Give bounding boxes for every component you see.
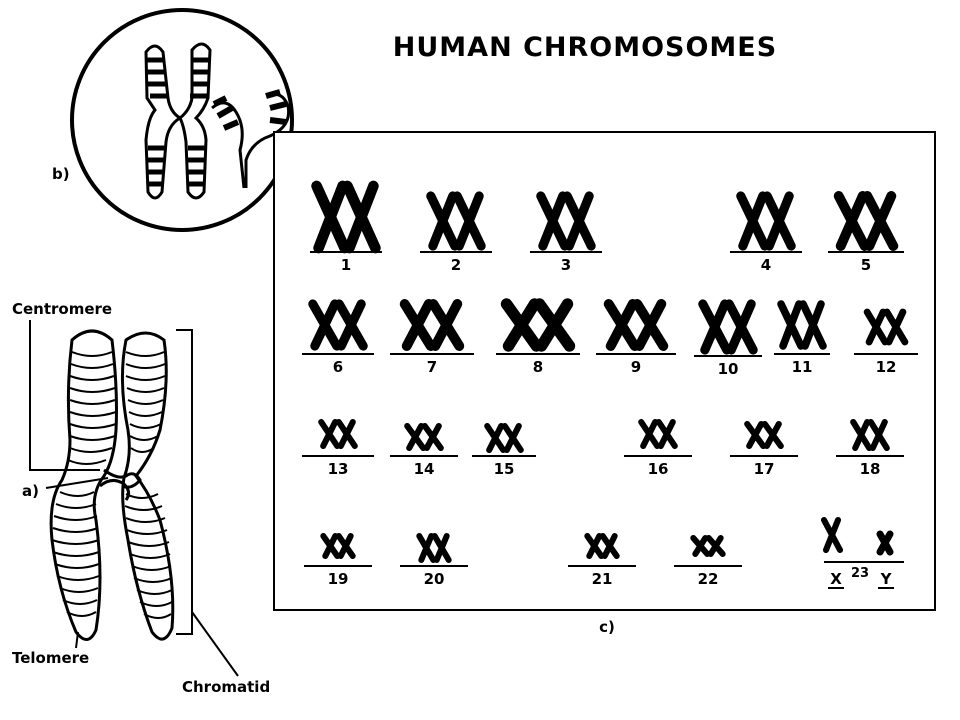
chromosome-pair-sex: X 23 Y xyxy=(820,516,904,589)
label-telomere: Telomere xyxy=(12,649,89,667)
chromosome-pair-5: 5 xyxy=(828,191,904,274)
chromosome-pair-14: 14 xyxy=(390,422,458,478)
chromosome-pair-22: 22 xyxy=(674,535,742,588)
karyotype-frame xyxy=(273,131,936,611)
pair-number: 12 xyxy=(876,358,897,376)
label-part-b: b) xyxy=(52,165,70,183)
chromosome-pair-6: 6 xyxy=(302,299,374,376)
telomere-leader xyxy=(75,631,79,649)
chromosome-pair-20: 20 xyxy=(400,533,468,588)
pair-number: 22 xyxy=(698,570,719,588)
pair-number: 5 xyxy=(861,256,871,274)
label-part-a: a) xyxy=(22,482,39,500)
sex-y-label: Y xyxy=(880,570,893,588)
label-part-c: c) xyxy=(599,618,615,636)
pair-number: 9 xyxy=(631,358,641,376)
chromatid-leader xyxy=(191,611,239,677)
chromosome-pair-9: 9 xyxy=(596,299,676,376)
pair-number: 8 xyxy=(533,358,543,376)
label-chromatid: Chromatid xyxy=(182,678,270,696)
pair-number: 10 xyxy=(718,360,739,378)
banded-chromosome xyxy=(144,42,212,200)
pair-number: 14 xyxy=(414,460,435,478)
centromere-leader xyxy=(29,320,100,471)
chromosome-pair-2: 2 xyxy=(420,191,492,274)
magnified-chromosome-inset: b) xyxy=(52,8,294,232)
centromere-twist xyxy=(99,468,142,501)
sex-pair-number: 23 xyxy=(851,566,869,581)
pair-number: 1 xyxy=(341,256,351,274)
pair-number: 20 xyxy=(424,570,445,588)
diagram-title: HUMAN CHROMOSOMES xyxy=(393,32,777,63)
chromosome-pair-21: 21 xyxy=(568,533,636,588)
chromosome-pair-10: 10 xyxy=(694,299,762,378)
chromosome-pair-16: 16 xyxy=(624,418,692,478)
label-centromere: Centromere xyxy=(12,300,112,318)
chromosome-pair-17: 17 xyxy=(730,420,798,478)
pair-number: 3 xyxy=(561,256,571,274)
pair-number: 6 xyxy=(333,358,343,376)
chromosome-pair-19: 19 xyxy=(304,533,372,588)
pair-number: 13 xyxy=(328,460,349,478)
chromosome-pair-18: 18 xyxy=(836,418,904,478)
dna-strand xyxy=(211,89,291,189)
pair-number: 11 xyxy=(792,358,813,376)
large-chromosome: Centromere a) Telomere Chromatid xyxy=(12,300,270,696)
pair-number: 19 xyxy=(328,570,349,588)
chromosome-pair-12: 12 xyxy=(854,308,918,376)
sex-x-label: X xyxy=(830,570,842,588)
chromosome-pair-3: 3 xyxy=(530,191,602,274)
pair-number: 18 xyxy=(860,460,881,478)
chromosome-pair-7: 7 xyxy=(390,299,474,376)
chromatid-left xyxy=(49,329,118,641)
pair-number: 15 xyxy=(494,460,515,478)
chromosome-pair-4: 4 xyxy=(730,191,802,274)
pair-number: 16 xyxy=(648,460,669,478)
pair-number: 21 xyxy=(592,570,613,588)
chromosome-pair-11: 11 xyxy=(774,300,830,376)
chromosome-pair-1: 1 xyxy=(310,180,382,274)
pair-number: 7 xyxy=(427,358,437,376)
chromosome-pair-13: 13 xyxy=(302,418,374,478)
chromosome-pair-15: 15 xyxy=(472,422,536,478)
pair-number: 2 xyxy=(451,256,461,274)
part-a-leader xyxy=(45,477,109,489)
chromatid-bracket xyxy=(176,329,193,635)
pair-number: 17 xyxy=(754,460,775,478)
pair-number: 4 xyxy=(761,256,771,274)
chromosome-pair-8: 8 xyxy=(496,298,580,376)
chromatid-right xyxy=(120,331,175,641)
